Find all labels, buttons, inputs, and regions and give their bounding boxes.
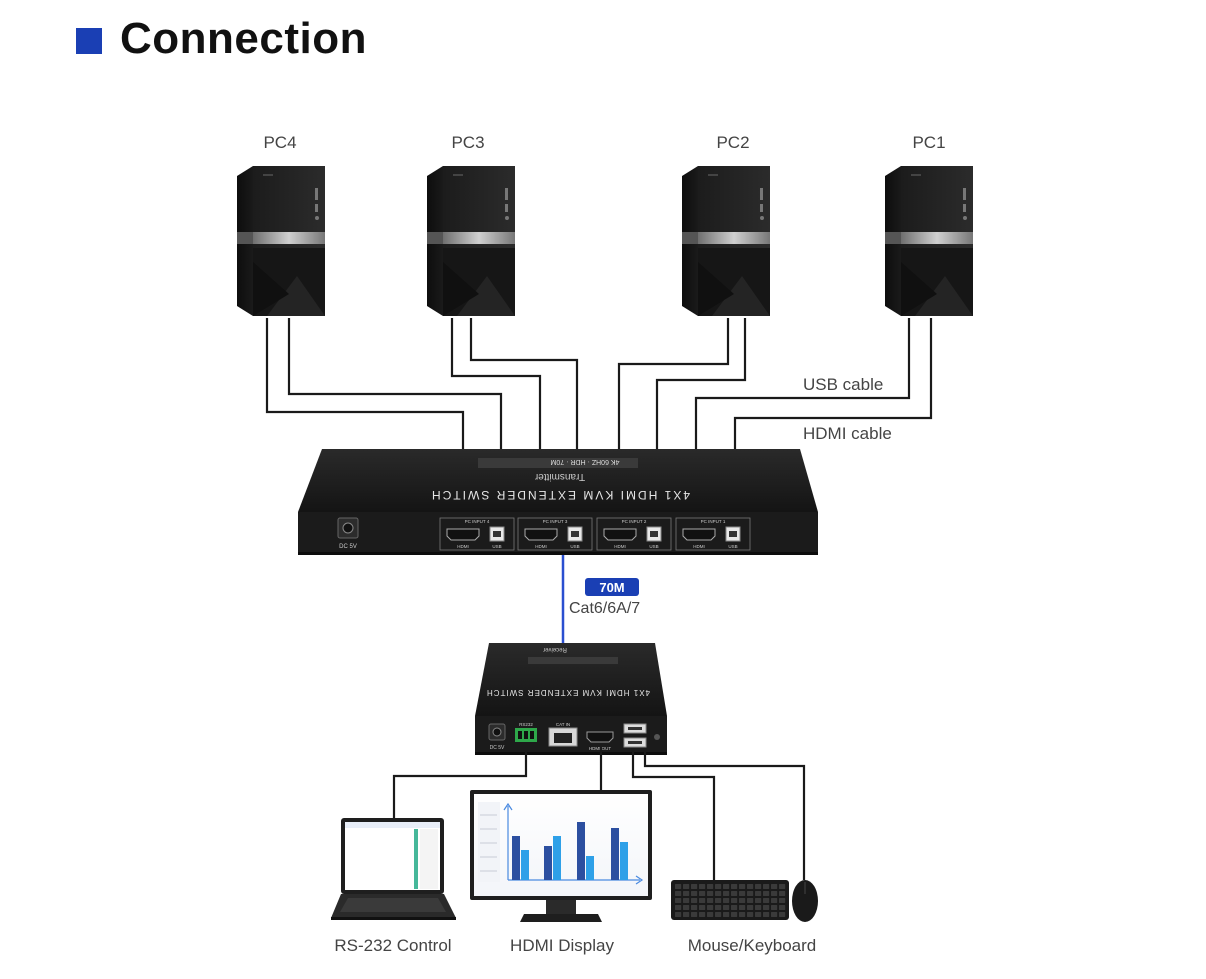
transmitter-badge-strip — [478, 458, 638, 468]
transmitter-usb-port-label: USB — [728, 544, 737, 549]
rs232-control-label: RS-232 Control — [334, 936, 451, 955]
pc3-label: PC3 — [451, 133, 484, 152]
page-title: Connection — [120, 14, 367, 63]
monitor-bars — [512, 822, 628, 880]
transmitter-port-group-3: PC INPUT 3 HDMI USB — [517, 517, 593, 551]
monitor-bar — [553, 836, 561, 880]
pc3-tower-icon — [427, 166, 515, 316]
hdmi-out-port-icon — [586, 731, 614, 743]
receiver-indicator-icon — [654, 734, 660, 740]
monitor-bar — [577, 822, 585, 880]
usb-cable-label: USB cable — [803, 375, 883, 394]
device-cables — [392, 748, 806, 880]
transmitter-hdmi-port-icon — [603, 528, 637, 541]
receiver-subtitle: Receiver — [543, 646, 567, 652]
monitor-bar — [521, 850, 529, 880]
cat-in-label: CAT IN — [556, 722, 570, 727]
monitor-bar — [611, 828, 619, 880]
transmitter-hdmi-port-icon — [682, 528, 716, 541]
transmitter-port-group-1: PC INPUT 1 HDMI USB — [675, 517, 751, 551]
pc4-label: PC4 — [263, 133, 296, 152]
transmitter-hdmi-port-label: HDMI — [535, 544, 547, 549]
transmitter-product-name: 4X1 HDMI KVM EXTENDER SWITCH — [430, 488, 690, 502]
monitor-bar — [544, 846, 552, 880]
monitor-bar — [586, 856, 594, 880]
distance-badge — [585, 578, 639, 596]
transmitter-usb-port-label: USB — [570, 544, 579, 549]
hdmi-monitor-icon — [470, 790, 652, 922]
mouse-icon — [792, 880, 818, 922]
transmitter-hdmi-port-label: HDMI — [457, 544, 469, 549]
receiver-power-jack-icon — [492, 727, 502, 737]
transmitter-port-group-2: PC INPUT 2 HDMI USB — [596, 517, 672, 551]
transmitter-power-jack-icon — [342, 522, 354, 534]
pc4-tower-icon — [237, 166, 325, 316]
laptop-icon — [331, 818, 456, 920]
cable-type-label: Cat6/6A/7 — [569, 600, 640, 617]
receiver-unit: Receiver 4X1 HDMI KVM EXTENDER SWITCH DC… — [475, 643, 667, 755]
transmitter-unit: 4K 60HZ · HDR · 70M Transmitter 4X1 HDMI… — [298, 449, 818, 555]
monitor-bar — [620, 842, 628, 880]
rs232-port-label: RS232 — [519, 722, 533, 727]
pc1-label: PC1 — [912, 133, 945, 152]
distance-label: 70M — [599, 580, 624, 595]
transmitter-usb-port-label: USB — [492, 544, 501, 549]
pc2-label: PC2 — [716, 133, 749, 152]
transmitter-usb-port-label: USB — [649, 544, 658, 549]
pc2-hdmi-cable — [617, 318, 730, 525]
transmitter-hdmi-port-label: HDMI — [614, 544, 626, 549]
pc2-tower-icon — [682, 166, 770, 316]
monitor-bar — [512, 836, 520, 880]
transmitter-port-group-label: PC INPUT 4 — [465, 519, 490, 524]
pc3-usb-cable — [469, 318, 579, 525]
transmitter-badges: 4K 60HZ · HDR · 70M — [550, 458, 619, 465]
transmitter-hdmi-port-label: HDMI — [693, 544, 705, 549]
transmitter-power-label: DC 5V — [339, 544, 357, 550]
transmitter-subtitle: Transmitter — [534, 471, 585, 482]
hdmi-cable-label: HDMI cable — [803, 424, 892, 443]
transmitter-hdmi-port-icon — [524, 528, 558, 541]
hdmi-display-label: HDMI Display — [510, 936, 614, 955]
receiver-product-name: 4X1 HDMI KVM EXTENDER SWITCH — [486, 688, 650, 697]
keyboard-icon — [671, 880, 789, 920]
receiver-power-label: DC 5V — [490, 745, 505, 751]
transmitter-port-group-label: PC INPUT 3 — [543, 519, 568, 524]
transmitter-port-group-4: PC INPUT 4 HDMI USB — [439, 517, 515, 551]
transmitter-port-group-label: PC INPUT 1 — [701, 519, 726, 524]
heading-square-icon — [76, 28, 102, 54]
transmitter-hdmi-port-icon — [446, 528, 480, 541]
pc1-tower-icon — [885, 166, 973, 316]
transmitter-port-group-label: PC INPUT 2 — [622, 519, 647, 524]
section-heading: Connection — [76, 14, 367, 64]
mouse-keyboard-label: Mouse/Keyboard — [688, 936, 817, 955]
